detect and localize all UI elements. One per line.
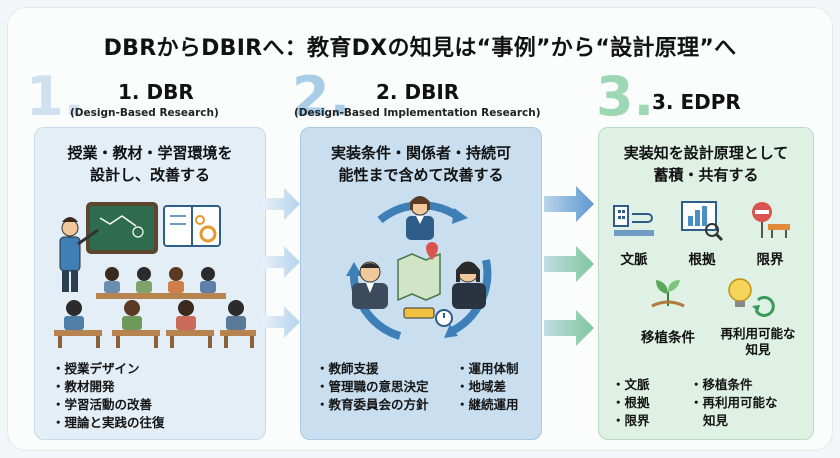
arrow-right-icon: [262, 246, 300, 278]
arrow-right-icon: [544, 246, 594, 282]
step-number-1: 1.: [26, 65, 85, 128]
panel-edpr-line-2: 蓄積・共有する: [653, 166, 759, 184]
page-title: DBRからDBIRへ：教育DXの知見は“事例”から“設計原理”へ: [103, 36, 737, 61]
panel-dbir-description: 実装条件・関係者・持続可 能性まで含めて改善する: [300, 142, 542, 186]
list-item: 教育委員会の方針: [316, 396, 429, 414]
reuse-lightbulb-icon: [728, 278, 775, 317]
transplant-plant-icon: [651, 280, 685, 308]
classroom-illustration: [54, 202, 256, 348]
panel-dbr-line-1: 授業・教材・学習環境を: [67, 144, 233, 162]
arrow-right-icon: [262, 306, 300, 338]
edpr-bullet-list-left: 文脈 根拠 限界: [612, 376, 650, 430]
list-item: 教師支援: [316, 360, 429, 378]
arrow-right-icon: [262, 188, 300, 220]
dbir-bullet-list-left: 教師支援 管理職の意思決定 教育委員会の方針: [316, 360, 429, 414]
panel-dbir-line-1: 実装条件・関係者・持続可: [330, 144, 511, 162]
dbir-bullet-list-right: 運用体制 地域差 継続運用: [456, 360, 519, 414]
list-item: 管理職の意思決定: [316, 378, 429, 396]
evidence-chart-icon: [681, 201, 724, 242]
icon-label-evidence: 根拠: [688, 252, 716, 268]
context-icon: [613, 205, 654, 236]
arrows-dbr-to-dbir: [262, 188, 300, 338]
step-number-2: 2.: [292, 65, 351, 128]
panel-dbr-description: 授業・教材・学習環境を 設計し、改善する: [34, 142, 266, 186]
panel-edpr-line-1: 実装知を設計原理として: [623, 144, 789, 162]
list-item: 継続運用: [456, 396, 519, 414]
icon-label-reusable-line-1: 再利用可能な: [720, 326, 796, 341]
step-number-3: 3.: [596, 65, 655, 128]
list-item: 限界: [612, 412, 650, 430]
icon-label-context: 文脈: [620, 252, 648, 268]
arrow-right-icon: [544, 310, 594, 346]
step-subtitle-dbir: (Design-Based Implementation Research): [294, 107, 541, 119]
limit-barrier-icon: [752, 202, 790, 238]
panel-dbr-line-2: 設計し、改善する: [89, 166, 210, 184]
list-item: 再利用可能な: [690, 394, 778, 412]
list-item: 運用体制: [456, 360, 519, 378]
list-item: 知見: [703, 413, 729, 428]
icon-label-reusable-knowledge: 再利用可能な 知見: [706, 326, 810, 358]
icon-label-transfer-conditions: 移植条件: [641, 330, 695, 346]
step-subtitle-dbr: (Design-Based Research): [70, 107, 219, 119]
stakeholder-cycle-illustration: [346, 196, 492, 340]
list-item: 理論と実践の往復: [52, 414, 165, 432]
arrow-right-icon: [544, 186, 594, 222]
panel-edpr-description: 実装知を設計原理として 蓄積・共有する: [598, 142, 814, 186]
step-heading-edpr: 3. EDPR: [652, 90, 741, 114]
list-item: 学習活動の改善: [52, 396, 165, 414]
list-item: 授業デザイン: [52, 360, 165, 378]
step-heading-dbir: 2. DBIR: [376, 80, 460, 104]
list-item: 地域差: [456, 378, 519, 396]
list-item: 文脈: [612, 376, 650, 394]
list-item: 教材開発: [52, 378, 165, 396]
icon-label-limits: 限界: [756, 252, 784, 268]
dbr-bullet-list: 授業デザイン 教材開発 学習活動の改善 理論と実践の往復: [52, 360, 165, 432]
list-item: 根拠: [612, 394, 650, 412]
edpr-bullet-list-right: 移植条件 再利用可能な 知見: [690, 376, 778, 430]
icon-label-reusable-line-2: 知見: [745, 342, 771, 357]
arrows-dbir-to-edpr: [544, 186, 594, 346]
panel-dbir-line-2: 能性まで含めて改善する: [338, 166, 504, 184]
list-item: 移植条件: [690, 376, 778, 394]
step-heading-dbr: 1. DBR: [118, 80, 194, 104]
